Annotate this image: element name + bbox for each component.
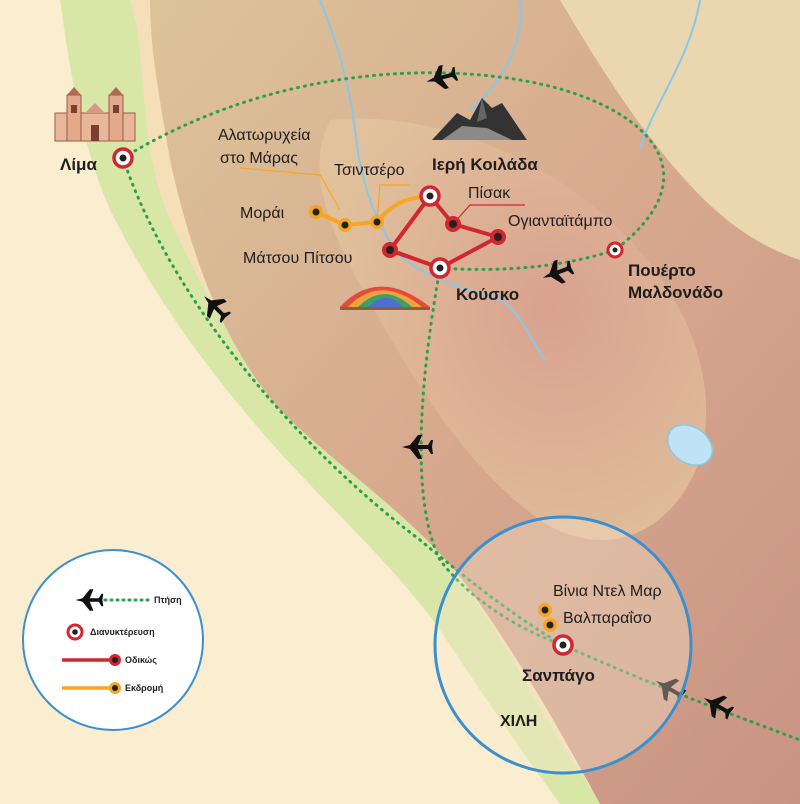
label-machu-picchu: Μάτσου Πίτσου: [243, 250, 352, 267]
legend-excursion: Εκδρομή: [125, 683, 163, 693]
maras-stop: [338, 218, 352, 232]
highlands: [319, 118, 707, 541]
pisac-stop: [445, 216, 461, 232]
label-moray: Μοράι: [240, 205, 285, 222]
label-lima: Λίμα: [60, 155, 97, 174]
label-santiago: Σανπάγο: [522, 666, 595, 685]
legend-overnight: Διανυκτέρευση: [90, 627, 155, 637]
moray-stop: [309, 205, 323, 219]
coastal-plain: [60, 0, 605, 804]
label-pisac: Πίσακ: [468, 185, 511, 202]
label-chile: ΧΙΛΗ: [500, 713, 537, 730]
lowland-northeast: [560, 0, 800, 260]
flight-puerto-cusco: [438, 248, 617, 271]
river-east: [639, 0, 701, 151]
ollantaytambo-stop: [490, 229, 506, 245]
label-maras-2: στο Μάρας: [220, 150, 298, 167]
road-stop-icon: [109, 654, 121, 666]
lake-titicaca: [667, 424, 713, 466]
legend-road: Οδικώς: [125, 655, 157, 665]
machu-picchu-icon: [432, 98, 527, 140]
cusco-overnight: [428, 256, 452, 280]
label-puerto-2: Μαλδονάδο: [628, 283, 723, 302]
leader-pisac: [452, 204, 525, 225]
machu-picchu-stop: [382, 242, 398, 258]
label-vina: Βίνια Ντελ Μαρ: [553, 583, 662, 600]
label-maras-1: Αλατωρυχεία: [218, 127, 310, 144]
flight-routes: [121, 71, 800, 742]
overnight-icon: [66, 623, 84, 641]
label-cusco: Κούσκο: [456, 285, 519, 304]
cathedral-icon: [54, 87, 136, 142]
legend-flight: Πτήση: [154, 595, 182, 605]
label-chinchero: Τσιντσέρο: [334, 162, 405, 179]
chinchero-stop: [370, 215, 384, 229]
leader-maras: [239, 167, 341, 211]
flight-lima-puerto: [121, 71, 666, 252]
flight-cusco-santiago: [419, 266, 565, 647]
sacred-valley-overnight: [418, 184, 442, 208]
valparaiso-stop: [543, 618, 557, 632]
excursion-stop-icon: [109, 682, 121, 694]
lima-overnight: [111, 146, 135, 170]
santiago-overnight: [551, 633, 575, 657]
label-ollantaytambo: Ογιανταϊτάμπο: [508, 213, 613, 230]
flight-lima-santiago: [121, 156, 565, 647]
label-sacred-valley: Ιερή Κοιλάδα: [432, 155, 538, 174]
label-valparaiso: Βαλπαραΐσο: [563, 610, 652, 627]
legend: Πτήση Διανυκτέρευση Οδικώς Εκδρομή: [22, 549, 204, 731]
leader-chinchero: [376, 184, 410, 223]
label-puerto-1: Πουέρτο: [628, 261, 696, 280]
vina-stop: [538, 603, 552, 617]
rainbow-mountain-icon: [340, 286, 430, 310]
river-north: [469, 0, 522, 111]
puerto-overnight: [606, 241, 624, 259]
